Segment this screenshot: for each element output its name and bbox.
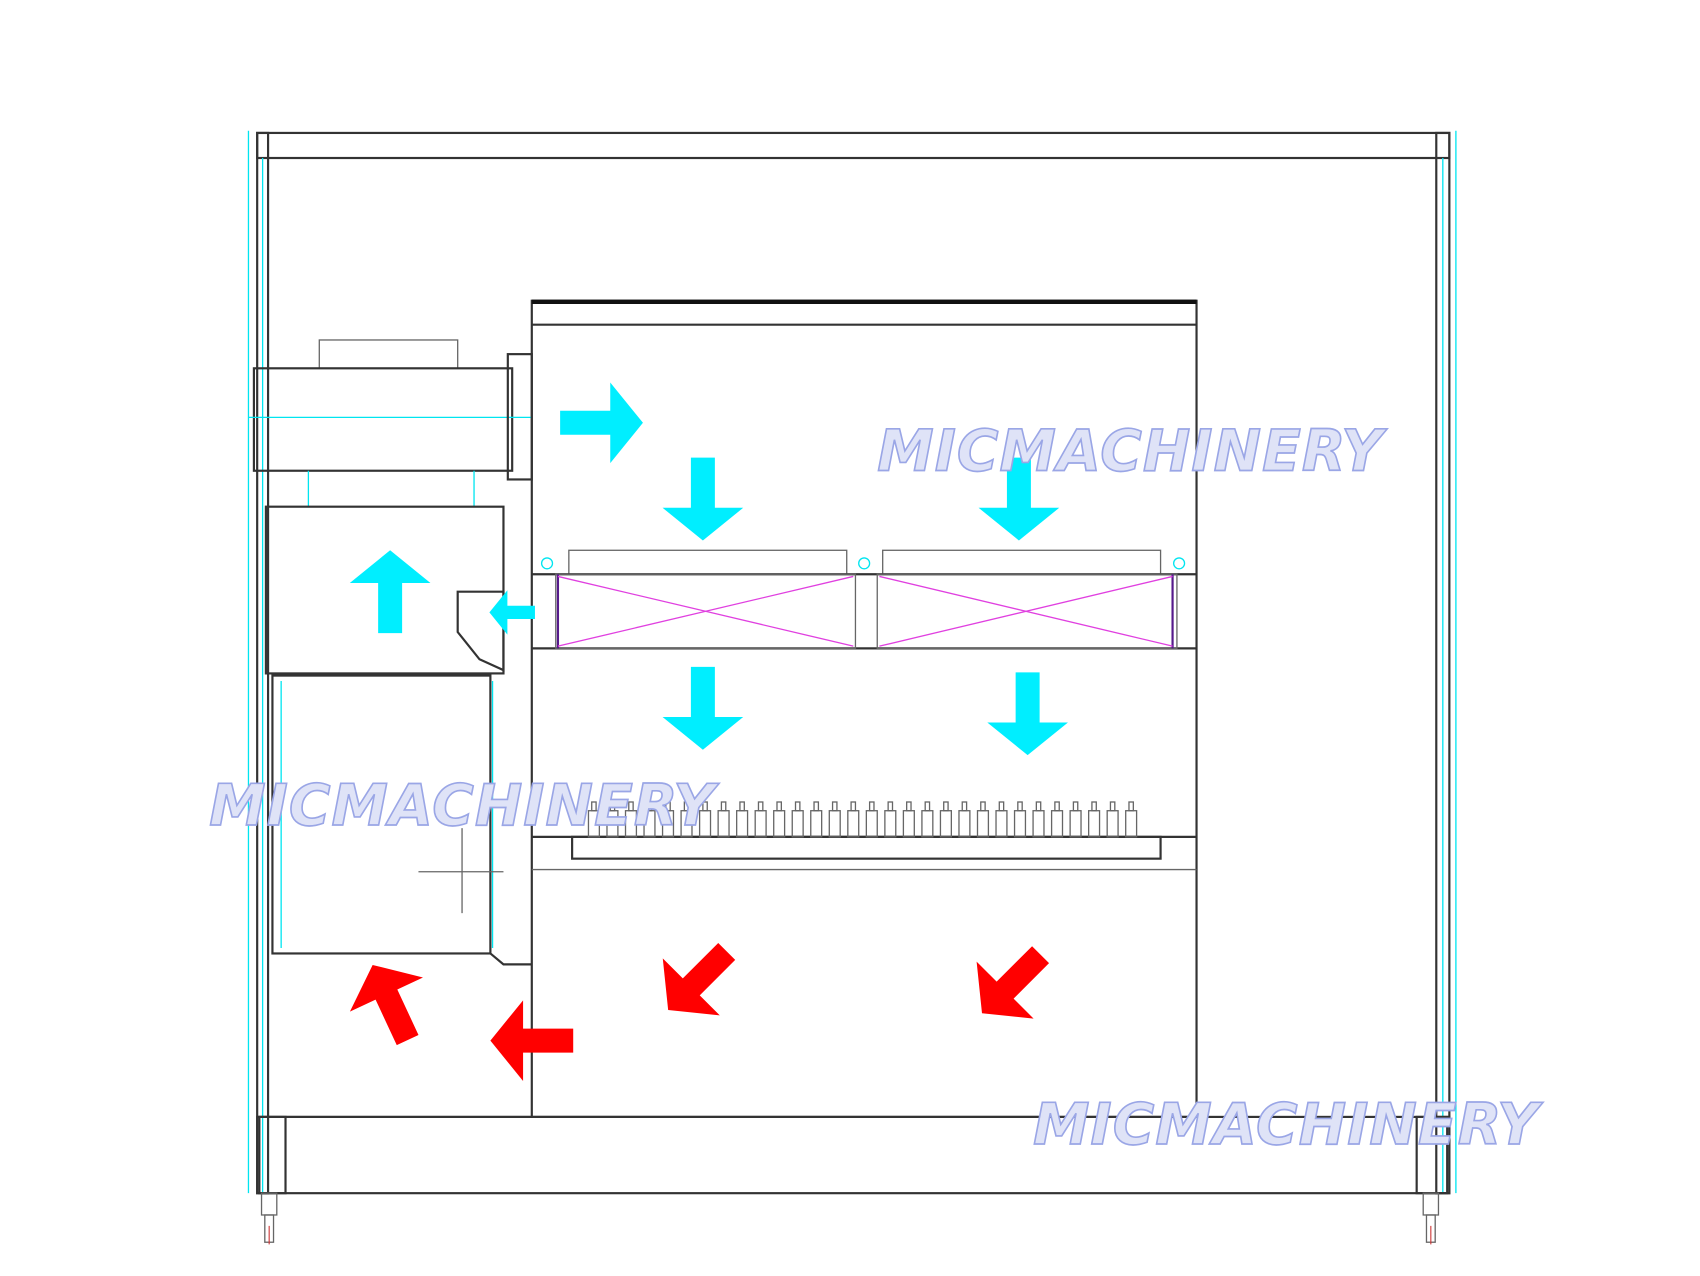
clean-air-arrow-icon xyxy=(978,457,1060,541)
bottle xyxy=(717,810,730,838)
airflow-arrows xyxy=(349,382,1068,1081)
bottle-row xyxy=(587,801,1138,838)
clean-air-arrow-icon xyxy=(489,590,535,635)
bottle xyxy=(995,810,1008,838)
watermarks: MICMACHINERY MICMACHINERY MICMACHINERY xyxy=(208,418,1543,1159)
hepa-filter-row xyxy=(531,549,1197,650)
watermark-bottom: MICMACHINERY xyxy=(1033,1092,1543,1158)
watermark-top: MICMACHINERY xyxy=(877,419,1387,485)
bottle xyxy=(865,810,878,838)
bottle xyxy=(791,810,804,838)
bottle xyxy=(754,810,767,838)
process-chamber xyxy=(257,299,1198,1118)
return-air-arrow-icon xyxy=(349,964,423,1046)
foot-left xyxy=(260,1192,278,1245)
fan-unit xyxy=(248,339,533,507)
bottle xyxy=(1069,810,1082,838)
bottle xyxy=(1050,810,1064,838)
bottle xyxy=(921,810,934,838)
bottle xyxy=(1032,810,1045,838)
bottle xyxy=(1013,810,1027,838)
clean-air-arrow-icon xyxy=(662,457,744,541)
bottle xyxy=(976,810,990,838)
return-duct xyxy=(264,505,532,966)
bottle xyxy=(847,810,860,838)
bottle xyxy=(736,810,749,838)
bottle xyxy=(958,810,971,838)
bottle xyxy=(1087,810,1101,838)
foot-right xyxy=(1422,1192,1440,1245)
clean-air-arrow-icon xyxy=(560,382,643,464)
bottle xyxy=(902,810,915,838)
outer-frame xyxy=(247,130,1457,1195)
clean-air-arrow-icon xyxy=(662,666,744,750)
watermark-middle: MICMACHINERY xyxy=(209,773,719,839)
bottle xyxy=(773,810,786,838)
conveyor xyxy=(531,801,1197,871)
clean-air-arrow-icon xyxy=(987,672,1068,756)
return-air-arrow-icon xyxy=(662,942,736,1016)
bottle xyxy=(1106,810,1119,838)
clean-air-arrow-icon xyxy=(349,550,431,634)
bottle xyxy=(1125,810,1138,838)
bottle xyxy=(939,810,952,838)
bottle xyxy=(828,810,841,838)
return-air-arrow-icon xyxy=(490,1000,574,1081)
return-air-arrow-icon xyxy=(976,946,1050,1019)
bottle xyxy=(810,810,823,838)
bottle xyxy=(884,810,897,838)
